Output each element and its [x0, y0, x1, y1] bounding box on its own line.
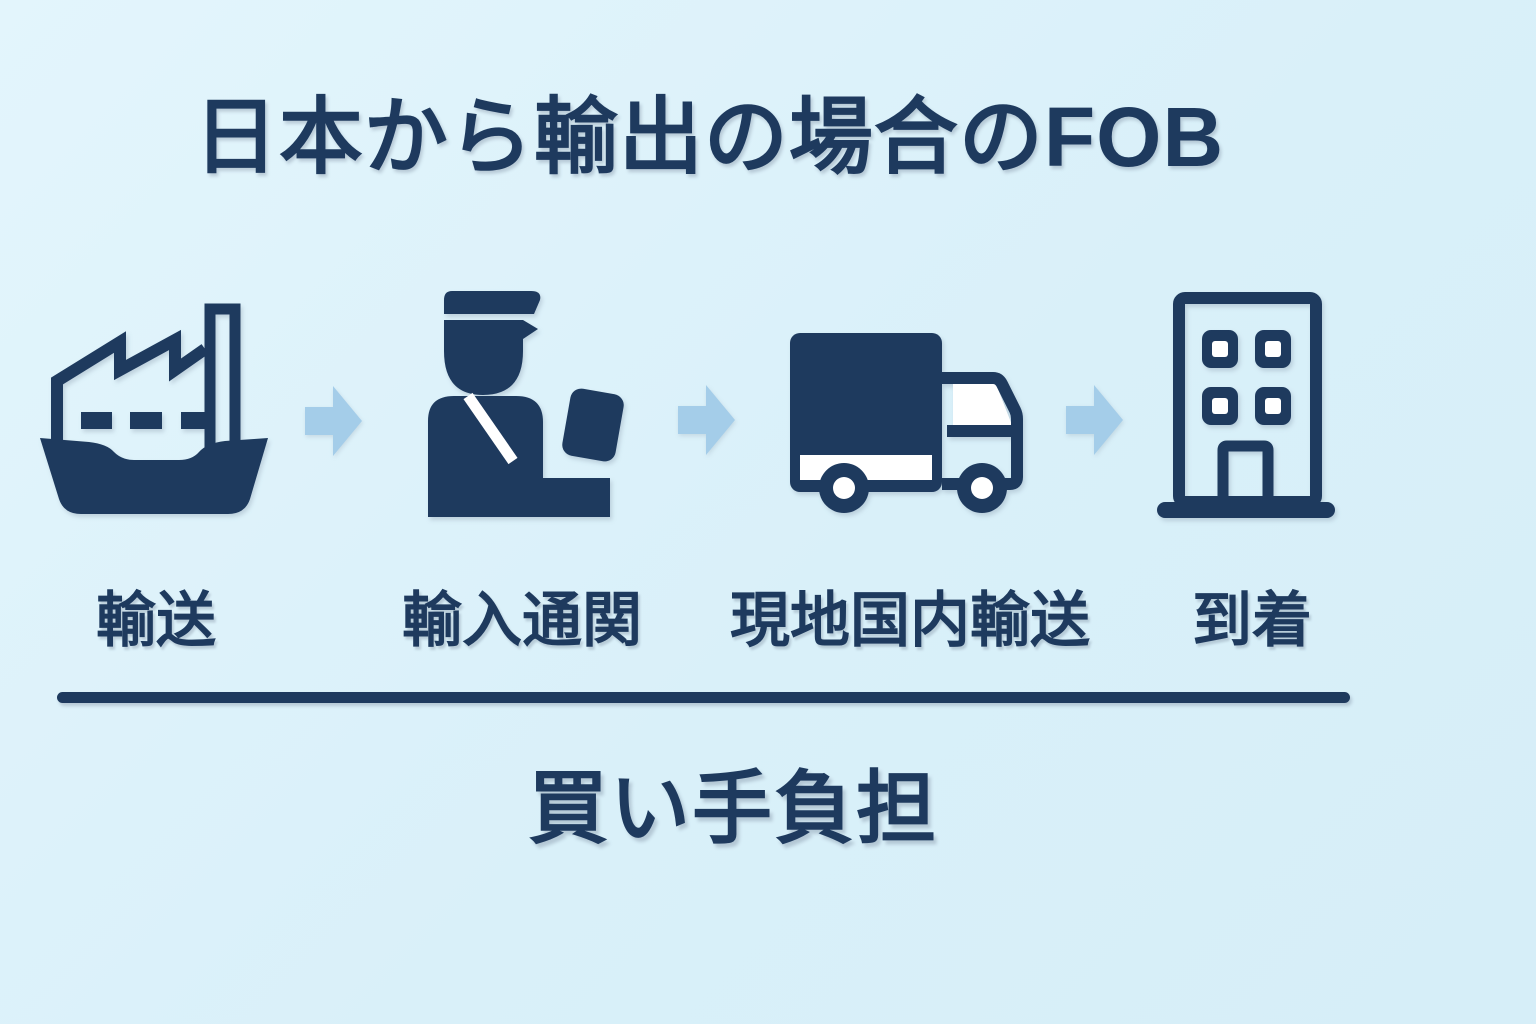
- arrow-right-icon: [678, 385, 735, 455]
- arrow-right-icon: [1066, 385, 1123, 455]
- buyer-burden-label: 買い手負担: [528, 764, 938, 853]
- step-label-local-domestic-transport: 現地国内輸送: [730, 587, 1090, 654]
- page-title: 日本から輸出の場合のFOB: [193, 90, 1225, 184]
- step-label-import-customs: 輸入通関: [402, 587, 642, 654]
- buyer-burden-scope-line: [57, 692, 1350, 703]
- customs-officer-icon: [428, 291, 624, 517]
- cargo-ship-icon: [40, 303, 268, 514]
- office-building-icon: [1157, 292, 1335, 518]
- delivery-truck-icon: [790, 333, 1023, 513]
- step-label-transport: 輸送: [96, 587, 216, 654]
- arrow-right-icon: [305, 386, 362, 456]
- step-label-arrival: 到着: [1192, 587, 1312, 654]
